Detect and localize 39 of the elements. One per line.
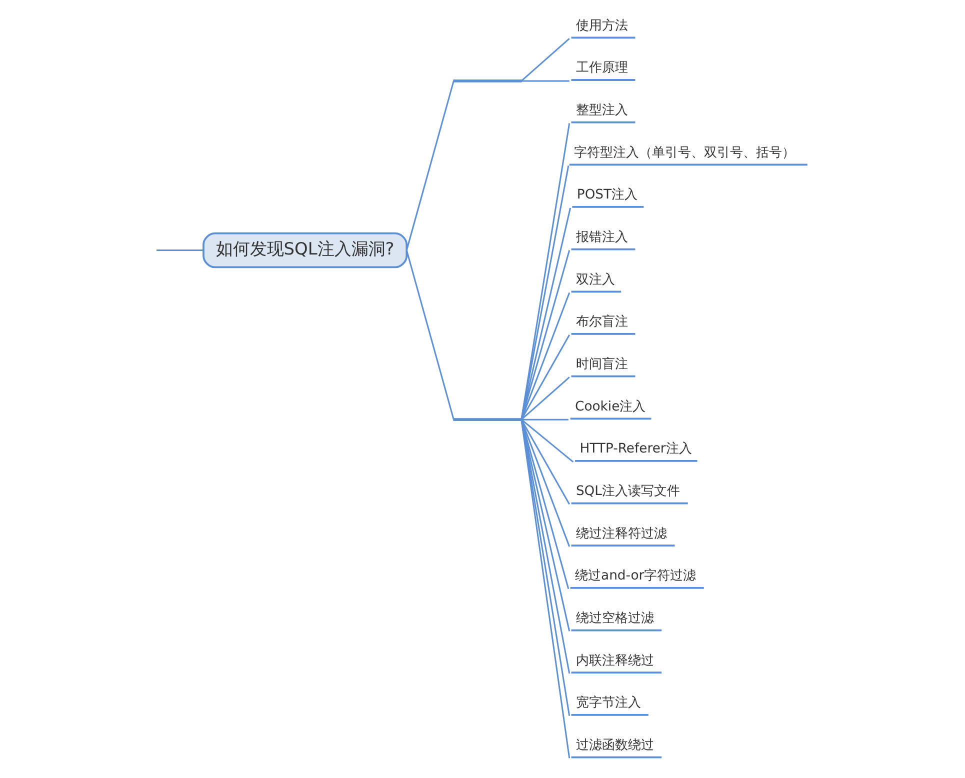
connector [521,80,570,82]
connector [521,418,568,420]
node-text: 工作原理 [576,60,628,76]
node-text: 过滤函数绕过 [576,738,654,753]
node-text: 绕过空格过滤 [576,610,654,626]
node-text: 双注入 [576,272,615,288]
connector [520,123,570,420]
connector [156,250,204,251]
connector [406,250,454,420]
node-text: 宽字节注入 [576,696,641,711]
node-text: POST注入 [576,188,638,203]
connector [520,418,574,462]
node-text: Cookie注入 [575,399,646,414]
connector [520,419,570,632]
node-text: HTTP-Referer注入 [580,442,692,457]
connector [406,80,454,250]
node-text: 绕过注释符过滤 [576,526,667,542]
node-text: 绕过and-or字符过滤 [575,568,696,584]
connector [520,334,570,420]
connector [520,208,572,420]
node-text: 整型注入 [576,103,628,118]
connector [520,165,570,420]
connector [520,376,570,420]
node-text: 报错注入 [576,230,628,246]
node-text: 时间盲注 [576,357,628,372]
connector [520,292,570,420]
connector [520,419,570,590]
connector [520,419,570,547]
node-text: 使用方法 [576,18,628,34]
connector [520,250,570,420]
connector [520,419,570,505]
node-line [453,418,522,421]
node-text: 字符型注入（单引号、双引号、括号） [574,145,796,160]
node-box: 如何发现SQL注入漏洞? [202,232,408,268]
connector [520,38,570,82]
node-text: SQL注入读写文件 [576,484,680,500]
node-text: 布尔盲注 [576,314,628,330]
node-line [453,80,522,82]
node-text: 内联注释绕过 [576,653,654,668]
